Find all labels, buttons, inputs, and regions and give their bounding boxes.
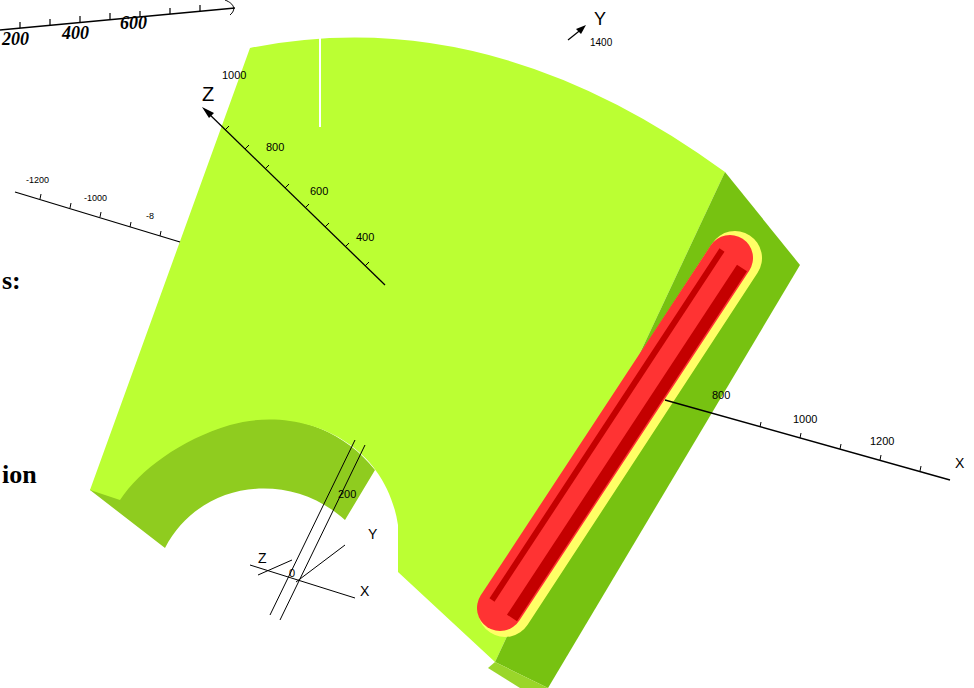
axis-tick-label: Y [368,527,377,541]
axis-tick-label: 0 [289,568,295,579]
axis-tick-label: 800 [266,142,284,153]
axis-tick-label: 400 [356,232,374,243]
axis-tick-label: 600 [310,186,328,197]
axis-tick-label: 200 [338,489,356,500]
axis-tick-label: 1200 [870,436,894,447]
axis-tick-label: -8 [146,212,154,221]
axis-tick-label: X [955,456,964,470]
axis-tick-label: Z [258,551,267,565]
axis-tick-label: 800 [712,390,730,401]
axis-tick-label: Y [594,10,606,28]
axis-tick-label: -1000 [84,194,107,203]
axis-tick-label: 1400 [590,38,612,48]
axis-tick-label: 200 [2,30,29,48]
axis-tick-label: 1000 [222,70,246,81]
axis-tick-label: 600 [120,14,147,32]
axis-tick-label: 1000 [793,414,817,425]
axis-tick-label: -1200 [26,176,49,185]
cut-heading-text: ion [2,462,37,488]
axis-tick-label: X [360,584,369,598]
axis-tick-label: 400 [62,24,89,42]
cut-heading-text: s: [2,268,21,294]
axis-tick-label: Z [202,84,214,104]
